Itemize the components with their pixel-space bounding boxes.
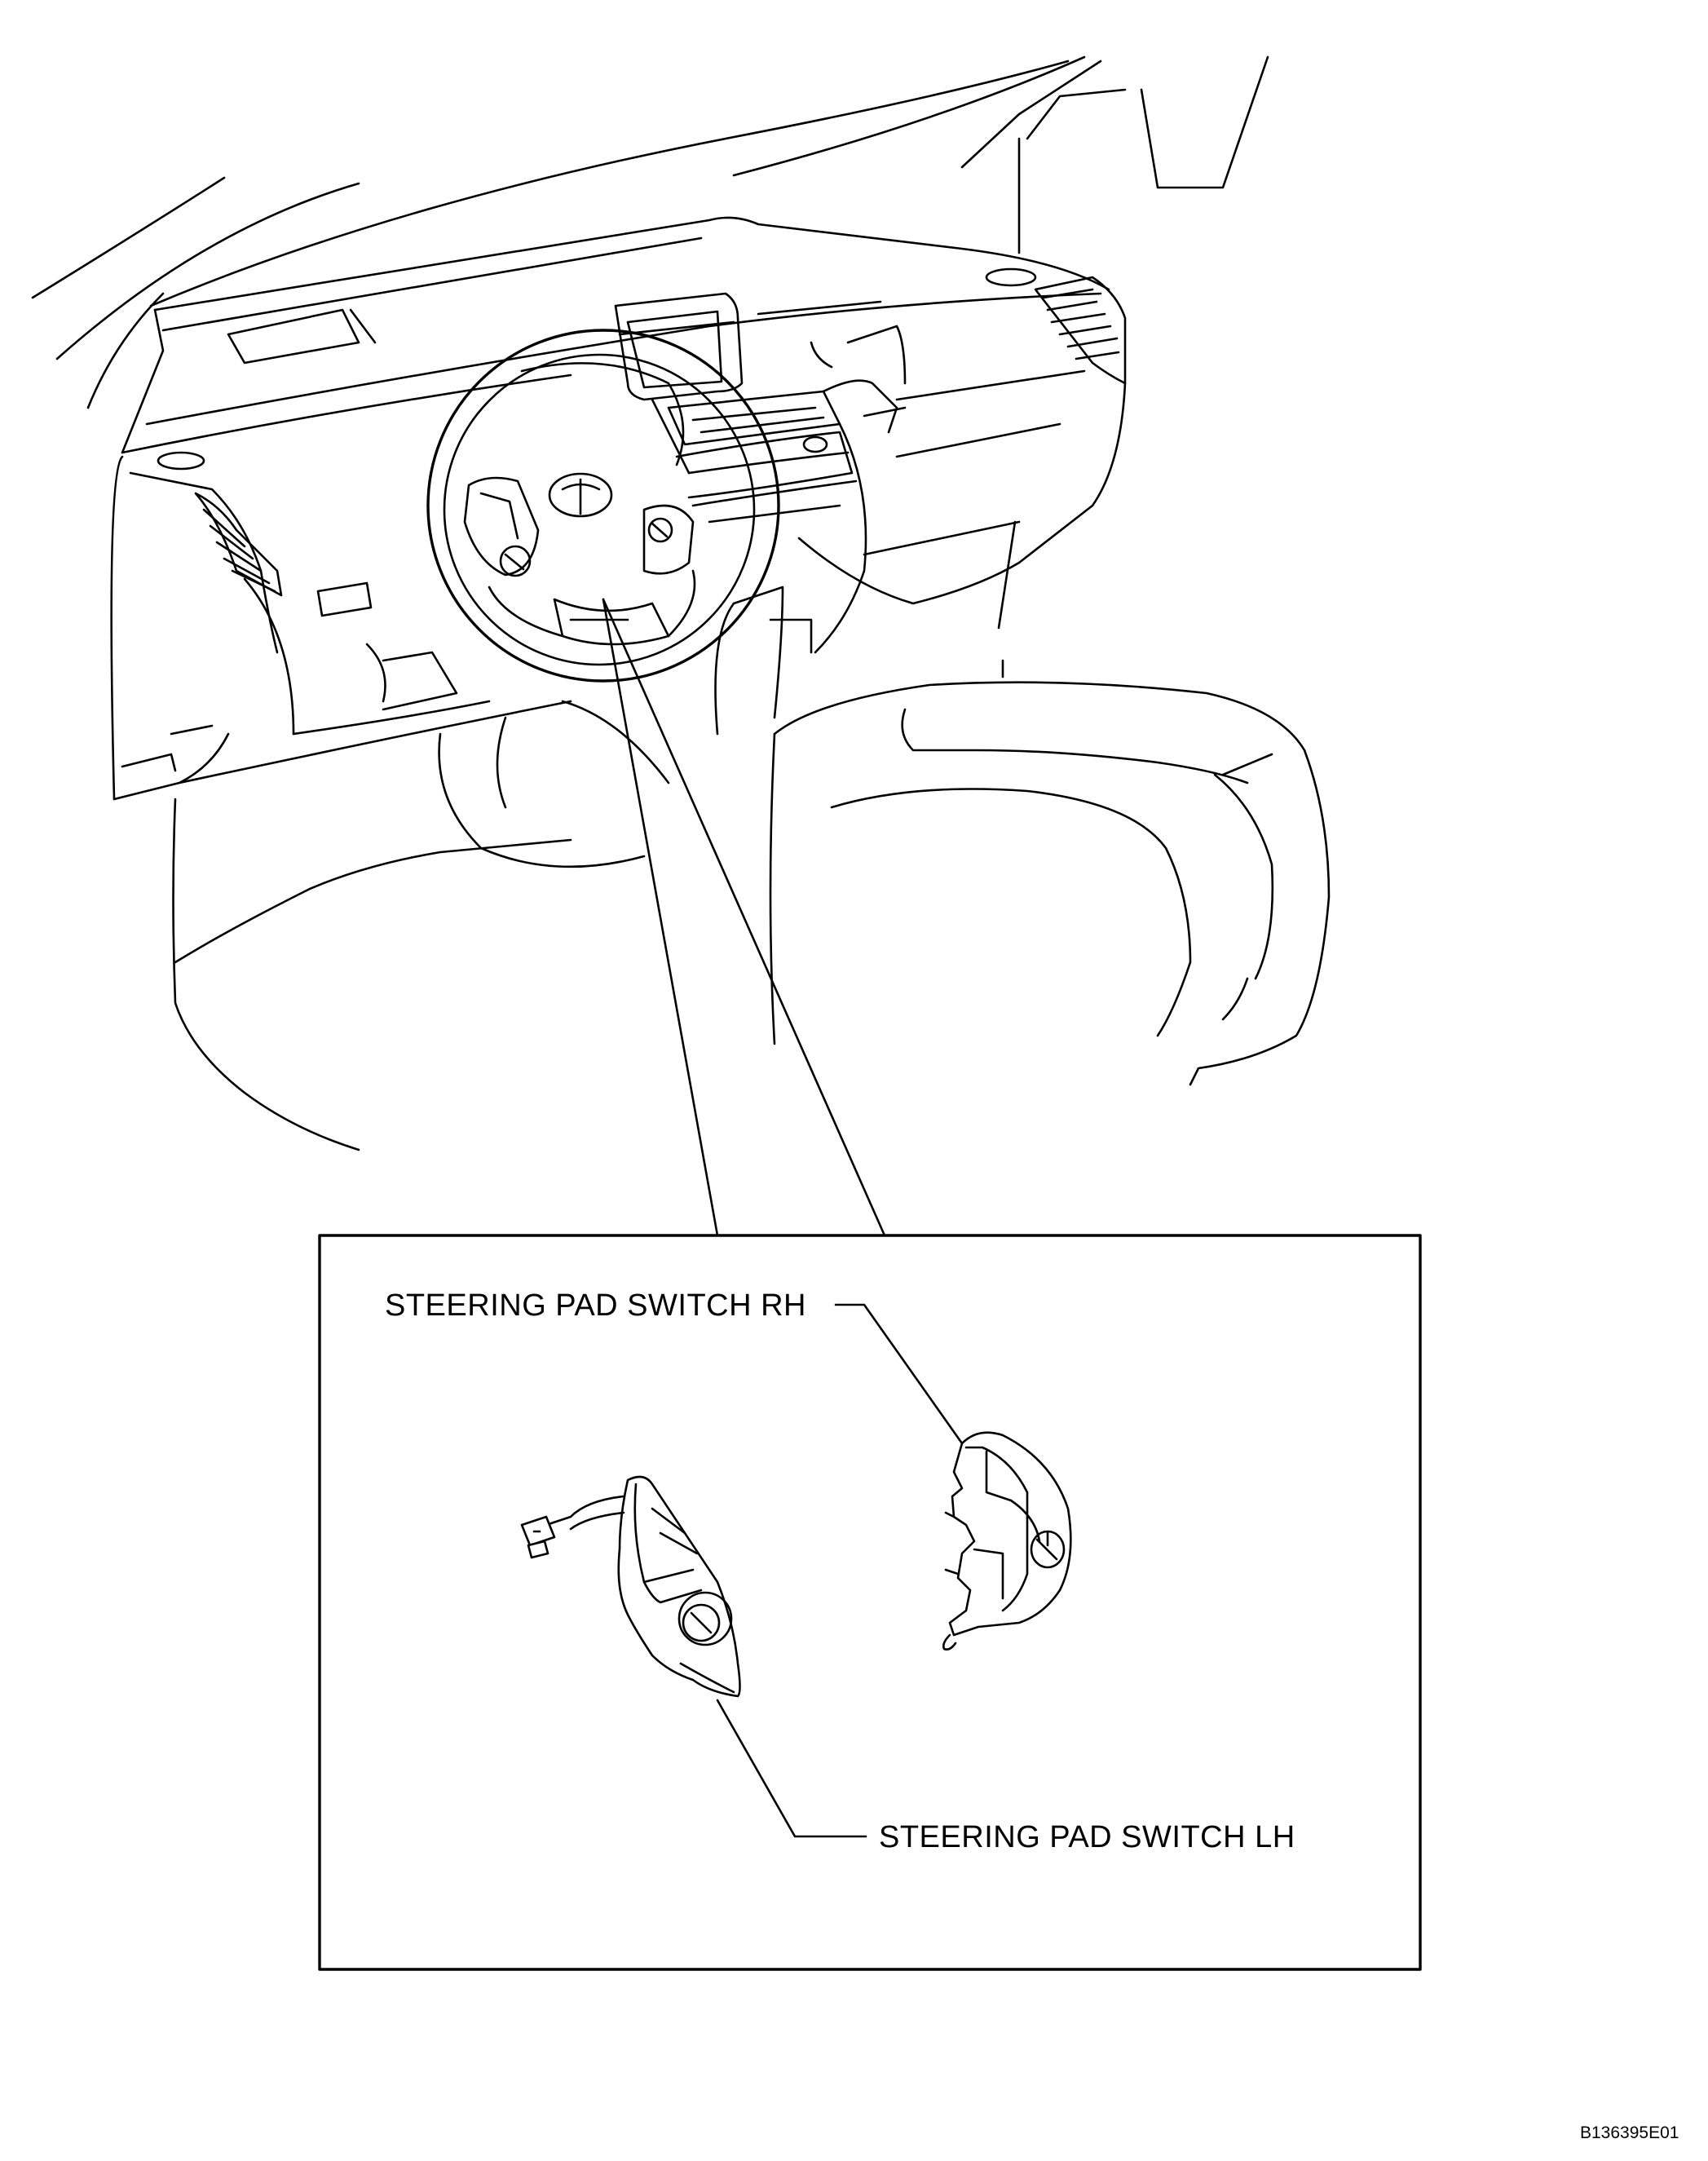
- right-vent: [863, 276, 1127, 630]
- windshield-lines: [31, 55, 1269, 409]
- label-steering-pad-switch-rh: STEERING PAD SWITCH RH: [385, 1288, 806, 1323]
- label-steering-pad-switch-lh: STEERING PAD SWITCH LH: [879, 1820, 1295, 1854]
- center-console: [614, 292, 907, 736]
- left-vent: [110, 455, 373, 801]
- lower-dash: [172, 537, 1021, 1151]
- steering-wheel: [426, 329, 780, 683]
- steering-pad-switch-lh: [520, 1475, 741, 1698]
- detail-inset-frame: [318, 1234, 1422, 1971]
- label-leaders: [716, 1303, 964, 1838]
- seat: [769, 659, 1331, 1086]
- figure-code: B136395E01: [1580, 2123, 1679, 2142]
- steering-pad-switch-rh: [942, 1431, 1072, 1651]
- callout-leader: [602, 598, 886, 1237]
- dashboard-top: [121, 216, 1110, 471]
